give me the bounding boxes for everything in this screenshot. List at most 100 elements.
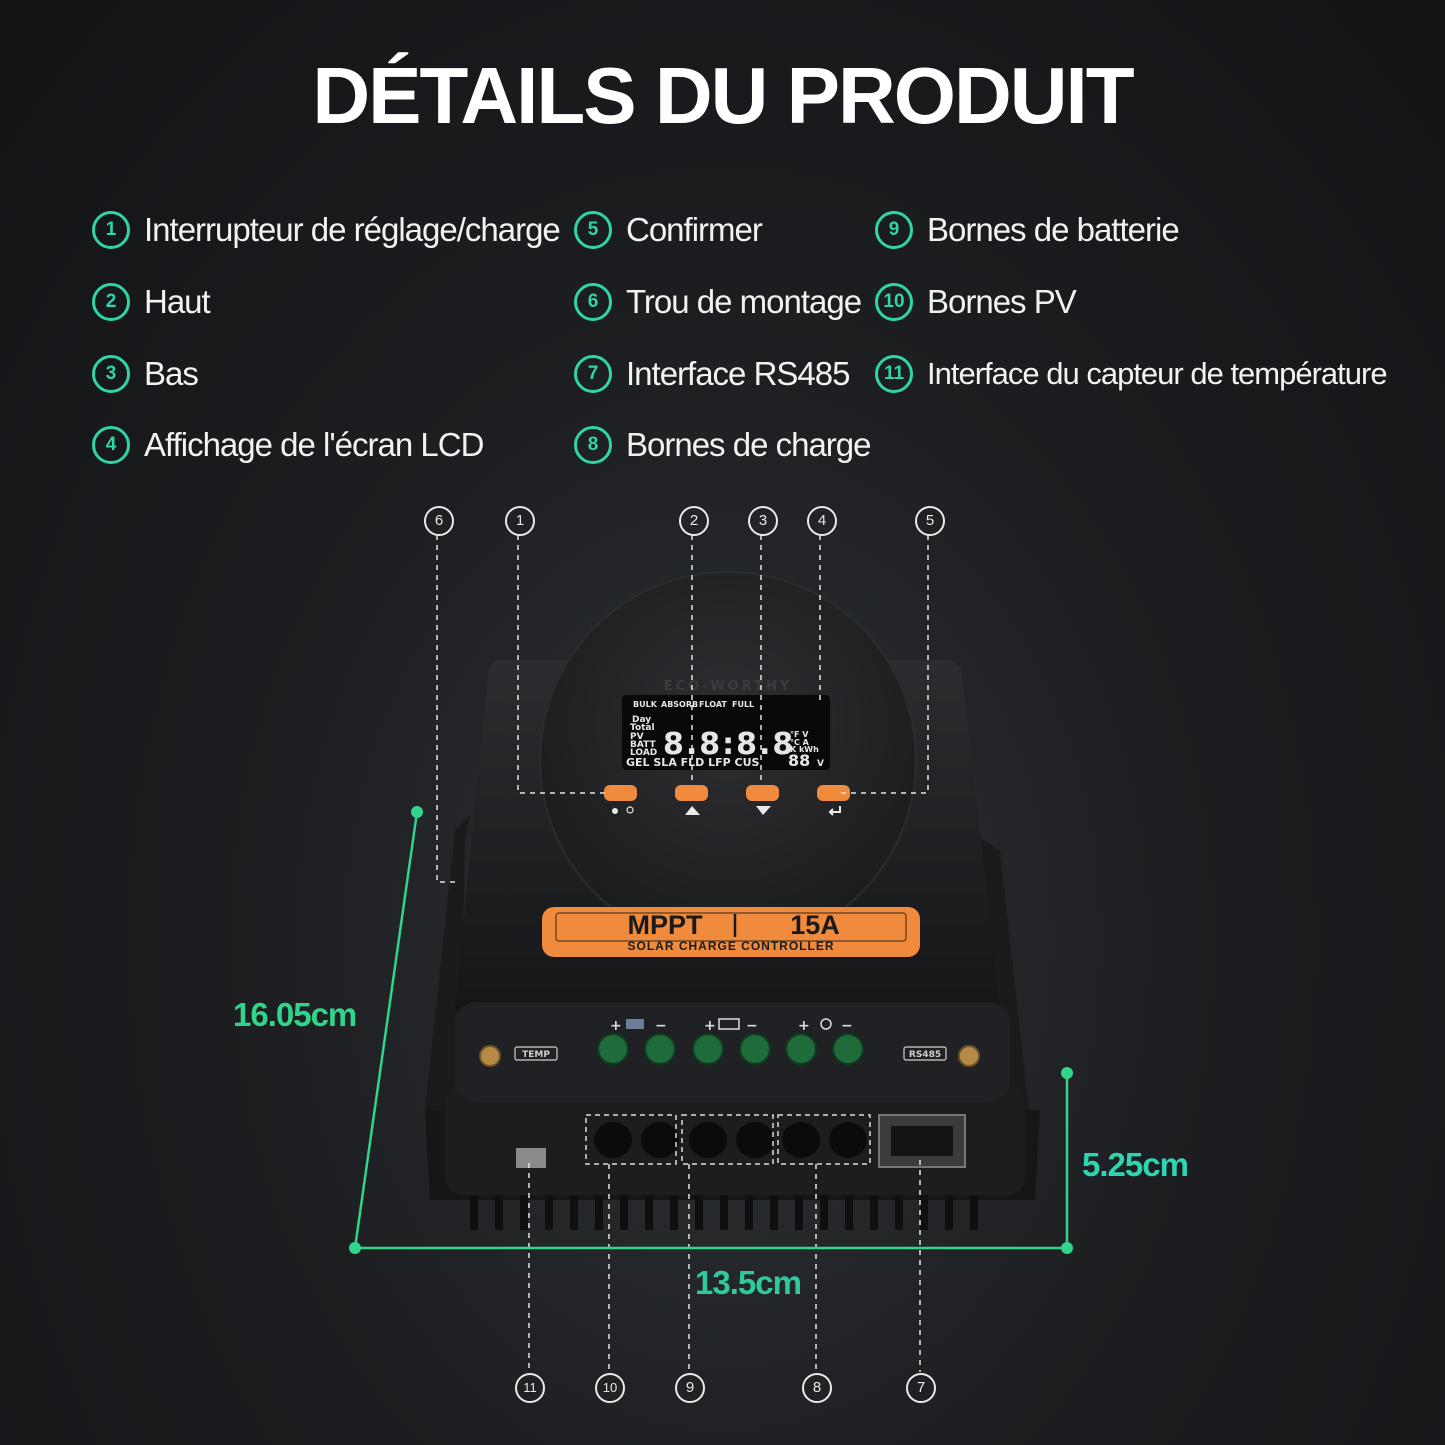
dimension-lines [353,811,1069,1250]
width-dimension-label: 13.5cm [695,1264,802,1301]
brand-logo: ECO-WORTHY [664,679,793,694]
callout-2: 2 [679,506,709,536]
lcd-stage-full: FULL [732,700,754,709]
lcd-main-digits: 8.8:8.8 [663,727,795,762]
legend-label-4: Affichage de l'écran LCD [144,426,484,463]
bulb-icon [626,806,634,814]
legend-item-6: 6 Trou de montage [574,277,862,327]
legend-item-4: 4 Affichage de l'écran LCD [92,420,484,470]
svg-text:+: + [798,1018,810,1034]
rs485-tag-text: RS485 [909,1050,941,1060]
callout-11: 11 [515,1373,545,1403]
svg-text:−: − [655,1018,667,1034]
legend-number-1: 1 [92,211,130,249]
legend-number-6: 6 [574,283,612,321]
legend-item-5: 5 Confirmer [574,205,763,255]
legend-label-9: Bornes de batterie [927,211,1180,248]
legend-item-10: 10 Bornes PV [875,277,1077,327]
enter-icon [828,806,841,816]
page-title: DÉTAILS DU PRODUIT [312,51,1134,140]
legend-label-5: Confirmer [626,211,763,248]
svg-text:−: − [841,1018,853,1034]
legend-item-8: 8 Bornes de charge [574,420,872,470]
mounting-hole-left [479,1045,501,1067]
callout-4: 4 [807,506,837,536]
legend-number-10: 10 [875,283,913,321]
up-button [675,785,708,801]
callout-6: 6 [424,506,454,536]
legend-label-8: Bornes de charge [626,426,872,463]
legend-number-5: 5 [574,211,612,249]
lcd-label-load: LOAD [630,748,657,758]
legend-item-7: 7 Interface RS485 [574,349,850,399]
down-arrow-icon [756,806,771,815]
lcd-label-batt: BATT [630,740,656,750]
legend-label-2: Haut [144,283,211,320]
terminal-screws [597,1033,864,1065]
temp-sensor-port [516,1148,546,1168]
legend-item-3: 3 Bas [92,349,199,399]
legend-label-11: Interface du capteur de température [927,356,1388,391]
solar-panel-icon [626,1019,644,1029]
lcd-label-total: Total [630,723,655,733]
lcd-unit-3: K kWh [790,745,819,754]
legend-item-9: 9 Bornes de batterie [875,205,1180,255]
lcd-stage-bulk: BULK [633,700,658,709]
battery-icon [718,1018,740,1030]
temp-tag-text: TEMP [522,1050,550,1060]
model-text: MPPT [627,910,703,940]
load-bulb-icon [820,1018,832,1030]
lcd-unit-1: °F V [790,730,809,739]
callout-8: 8 [802,1373,832,1403]
legend-number-8: 8 [574,426,612,464]
temp-tag [514,1046,558,1061]
height-dimension-label: 16.05cm [233,996,357,1033]
gear-icon [612,808,618,814]
down-button [746,785,779,801]
legend-label-6: Trou de montage [626,283,862,320]
heatsink-fins [470,1195,978,1230]
legend-number-4: 4 [92,426,130,464]
lcd-stage-float: FLOAT [699,700,727,709]
callout-1: 1 [505,506,535,536]
mounting-hole-right [958,1045,980,1067]
legend-item-2: 2 Haut [92,277,211,327]
rs485-tag [903,1046,947,1061]
lcd-label-day: Day [632,715,651,725]
callout-10: 10 [595,1373,625,1403]
legend-label-10: Bornes PV [927,283,1077,320]
legend-item-1: 1 Interrupteur de réglage/charge [92,205,561,255]
front-wire-ports [594,1122,867,1158]
lcd-unit-2: °C A [790,738,810,747]
legend-number-2: 2 [92,283,130,321]
callout-7: 7 [906,1373,936,1403]
legend-item-11: 11 Interface du capteur de température [875,349,1388,399]
svg-text:+: + [610,1018,622,1034]
subtitle-text: SOLAR CHARGE CONTROLLER [628,939,835,953]
up-arrow-icon [685,806,700,815]
lcd-display [622,695,830,770]
callout-5: 5 [915,506,945,536]
svg-text:−: − [746,1018,758,1034]
legend-label-3: Bas [144,355,199,392]
callout-3: 3 [748,506,778,536]
legend-number-3: 3 [92,355,130,393]
depth-dimension-label: 5.25cm [1082,1146,1189,1183]
legend-number-7: 7 [574,355,612,393]
legend-label-7: Interface RS485 [626,355,850,392]
legend-number-11: 11 [875,355,913,393]
svg-text:+: + [704,1018,716,1034]
lcd-small-digits: 88 [788,751,810,770]
lcd-small-unit: V [817,759,824,769]
lcd-battery-types: GEL SLA FLD LFP CUS [626,756,760,769]
current-rating-text: 15A [790,910,840,940]
lcd-stage-absorb: ABSORB [661,700,698,709]
terminal-ledge [455,1002,1010,1102]
callout-9: 9 [675,1373,705,1403]
confirm-button [817,785,850,801]
legend-number-9: 9 [875,211,913,249]
model-label-plate [542,907,920,957]
legend-label-1: Interrupteur de réglage/charge [144,211,561,248]
lcd-label-pv: PV [630,732,644,742]
